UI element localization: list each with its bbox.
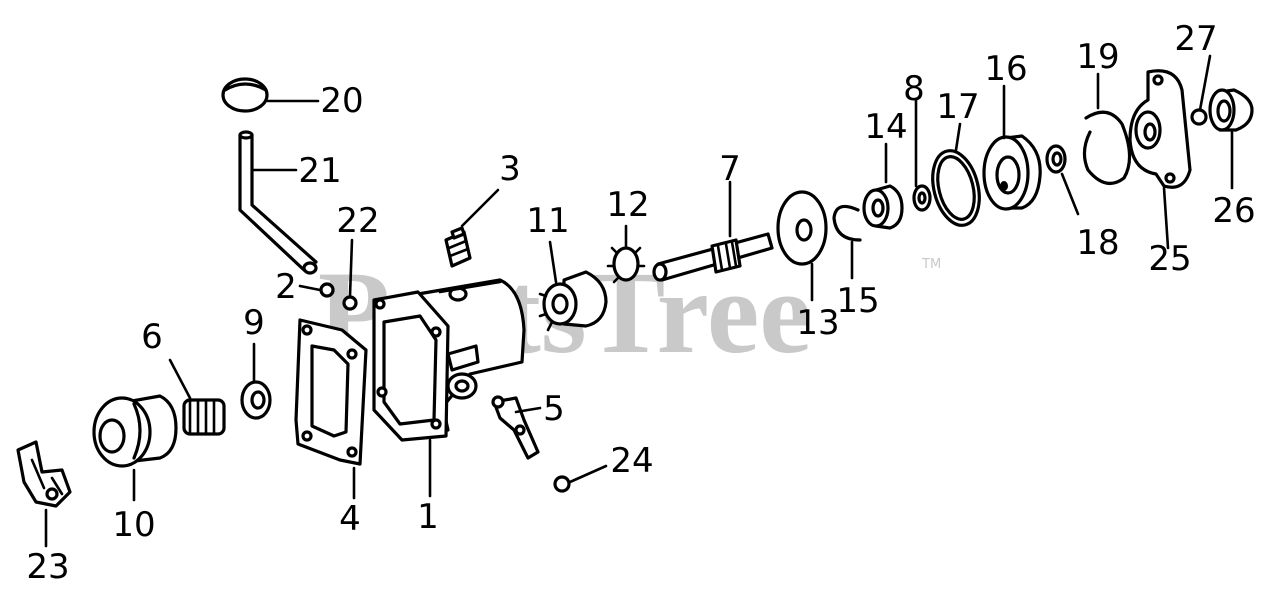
callout-19: 19 <box>1076 37 1119 77</box>
part-4-gasket[interactable] <box>294 318 368 466</box>
callout-27: 27 <box>1174 19 1217 59</box>
part-19-retainer[interactable] <box>1082 110 1132 186</box>
part-26-seal[interactable] <box>1208 88 1254 132</box>
part-25-flange[interactable] <box>1128 69 1192 189</box>
callout-26: 26 <box>1212 191 1255 231</box>
part-13-washer[interactable] <box>776 190 828 266</box>
callout-10: 10 <box>112 505 155 545</box>
part-27-ball[interactable] <box>1190 108 1208 126</box>
part-9-bearing[interactable] <box>240 380 272 420</box>
part-21-tube[interactable] <box>238 130 318 275</box>
callout-labels: 1 2 3 4 5 6 7 8 9 10 11 12 13 14 15 16 1… <box>26 19 1255 587</box>
part-7-shaft[interactable] <box>652 232 774 282</box>
callout-5: 5 <box>543 389 565 429</box>
callout-11: 11 <box>526 201 569 241</box>
part-12-gear[interactable] <box>606 246 646 284</box>
callout-12: 12 <box>606 185 649 225</box>
callout-7: 7 <box>719 149 741 189</box>
callout-22: 22 <box>336 201 379 241</box>
part-1-housing[interactable] <box>372 278 526 442</box>
callout-21: 21 <box>298 151 341 191</box>
part-10-drum[interactable] <box>92 394 178 468</box>
callout-13: 13 <box>796 303 839 343</box>
part-14-bearing[interactable] <box>862 184 904 230</box>
callout-16: 16 <box>984 49 1027 89</box>
part-6-coupling[interactable] <box>182 398 226 436</box>
callout-15: 15 <box>836 281 879 321</box>
callout-24: 24 <box>610 441 653 481</box>
callout-8: 8 <box>903 69 925 109</box>
leader-lines <box>44 54 1234 548</box>
callout-4: 4 <box>339 499 361 539</box>
part-22-plug[interactable] <box>342 295 358 311</box>
callout-2: 2 <box>275 267 297 307</box>
part-2-plug[interactable] <box>319 282 335 298</box>
part-8-ring[interactable] <box>912 184 932 212</box>
part-18-washer[interactable] <box>1045 144 1067 174</box>
part-11-gear[interactable] <box>538 270 608 332</box>
callout-14: 14 <box>864 107 907 147</box>
callout-18: 18 <box>1076 223 1119 263</box>
callout-20: 20 <box>320 81 363 121</box>
part-17-oring[interactable] <box>925 146 986 230</box>
watermark-trademark: TM <box>921 257 941 272</box>
callout-23: 23 <box>26 547 69 587</box>
part-23-lever[interactable] <box>16 440 72 508</box>
callout-1: 1 <box>417 497 439 537</box>
part-5-arm[interactable] <box>491 395 540 460</box>
callout-25: 25 <box>1148 239 1191 279</box>
callout-9: 9 <box>243 303 265 343</box>
part-3-fitting[interactable] <box>444 226 472 268</box>
part-20-cap[interactable] <box>221 77 269 113</box>
part-16-cup[interactable] <box>982 134 1042 211</box>
part-24-nut[interactable] <box>553 475 571 493</box>
callout-17: 17 <box>936 87 979 127</box>
callout-3: 3 <box>499 149 521 189</box>
part-15-snapring[interactable] <box>832 204 862 242</box>
callout-6: 6 <box>141 317 163 357</box>
